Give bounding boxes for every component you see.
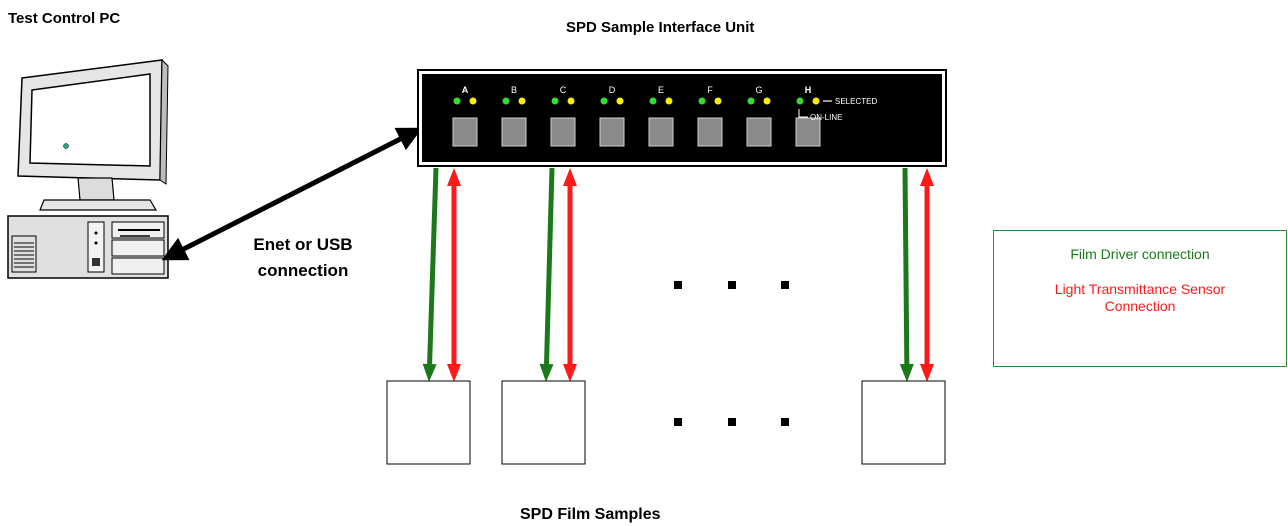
selected-led-a — [469, 97, 477, 105]
film-sample-n — [861, 380, 946, 465]
channel-button-c[interactable] — [550, 117, 576, 147]
film-sample-2 — [501, 380, 586, 465]
film-samples — [386, 380, 946, 465]
connection-label-line-2: connection — [257, 261, 349, 280]
channel-button-a[interactable] — [452, 117, 478, 147]
interface-unit-title: SPD Sample Interface Unit — [566, 19, 755, 36]
channel-label-c: C — [560, 85, 567, 95]
film-driver-arrow-n — [899, 167, 914, 382]
sensor-arrow-1 — [447, 168, 461, 382]
channel-label-g: G — [755, 85, 762, 95]
channel-label-d: D — [609, 85, 616, 95]
channel-button-b[interactable] — [501, 117, 527, 147]
channel-label-f: F — [707, 85, 713, 95]
film-sample-1 — [386, 380, 471, 465]
online-led-f — [698, 97, 706, 105]
pc-icon — [7, 58, 169, 279]
legend-sensor-line-1: Light Transmittance Sensor — [1054, 281, 1226, 297]
pc-title: Test Control PC — [8, 10, 121, 27]
sample-links — [422, 167, 934, 382]
legend-box: Film Driver connection Light Transmittan… — [993, 230, 1287, 367]
legend-sensor-line-2: Connection — [1104, 298, 1176, 314]
ellipsis-dots-upper — [674, 281, 789, 289]
legend-film-driver: Film Driver connection — [1070, 246, 1210, 262]
sensor-arrow-2 — [563, 168, 577, 382]
selected-led-c — [567, 97, 575, 105]
channel-button-f[interactable] — [697, 117, 723, 147]
selected-indicator-label: SELECTED — [835, 97, 877, 106]
channel-label-a: A — [462, 85, 469, 95]
ellipsis-dots-lower — [674, 418, 789, 426]
channel-button-g[interactable] — [746, 117, 772, 147]
selected-led-g — [763, 97, 771, 105]
film-samples-title: SPD Film Samples — [520, 506, 661, 523]
film-driver-arrow-1 — [422, 167, 439, 382]
channel-button-d[interactable] — [599, 117, 625, 147]
online-led-h — [796, 97, 804, 105]
online-led-g — [747, 97, 755, 105]
online-indicator-label: ON-LINE — [810, 113, 842, 122]
interface-unit: A B C D E F G H SELECTED ON-LINE — [417, 69, 947, 167]
monitor-icon — [17, 58, 169, 211]
film-driver-arrow-2 — [539, 167, 555, 382]
online-led-b — [502, 97, 510, 105]
channel-button-e[interactable] — [648, 117, 674, 147]
channel-label-e: E — [658, 85, 664, 95]
selected-led-d — [616, 97, 624, 105]
online-led-a — [453, 97, 461, 105]
pc-unit-connection-arrow — [161, 127, 423, 261]
online-led-e — [649, 97, 657, 105]
selected-led-f — [714, 97, 722, 105]
online-led-c — [551, 97, 559, 105]
channel-label-h: H — [805, 85, 812, 95]
channel-label-b: B — [511, 85, 517, 95]
channel-button-h[interactable] — [795, 117, 821, 147]
selected-led-e — [665, 97, 673, 105]
selected-led-h — [812, 97, 820, 105]
selected-led-b — [518, 97, 526, 105]
online-led-d — [600, 97, 608, 105]
sensor-arrow-n — [920, 168, 934, 382]
computer-case-icon — [7, 215, 169, 279]
